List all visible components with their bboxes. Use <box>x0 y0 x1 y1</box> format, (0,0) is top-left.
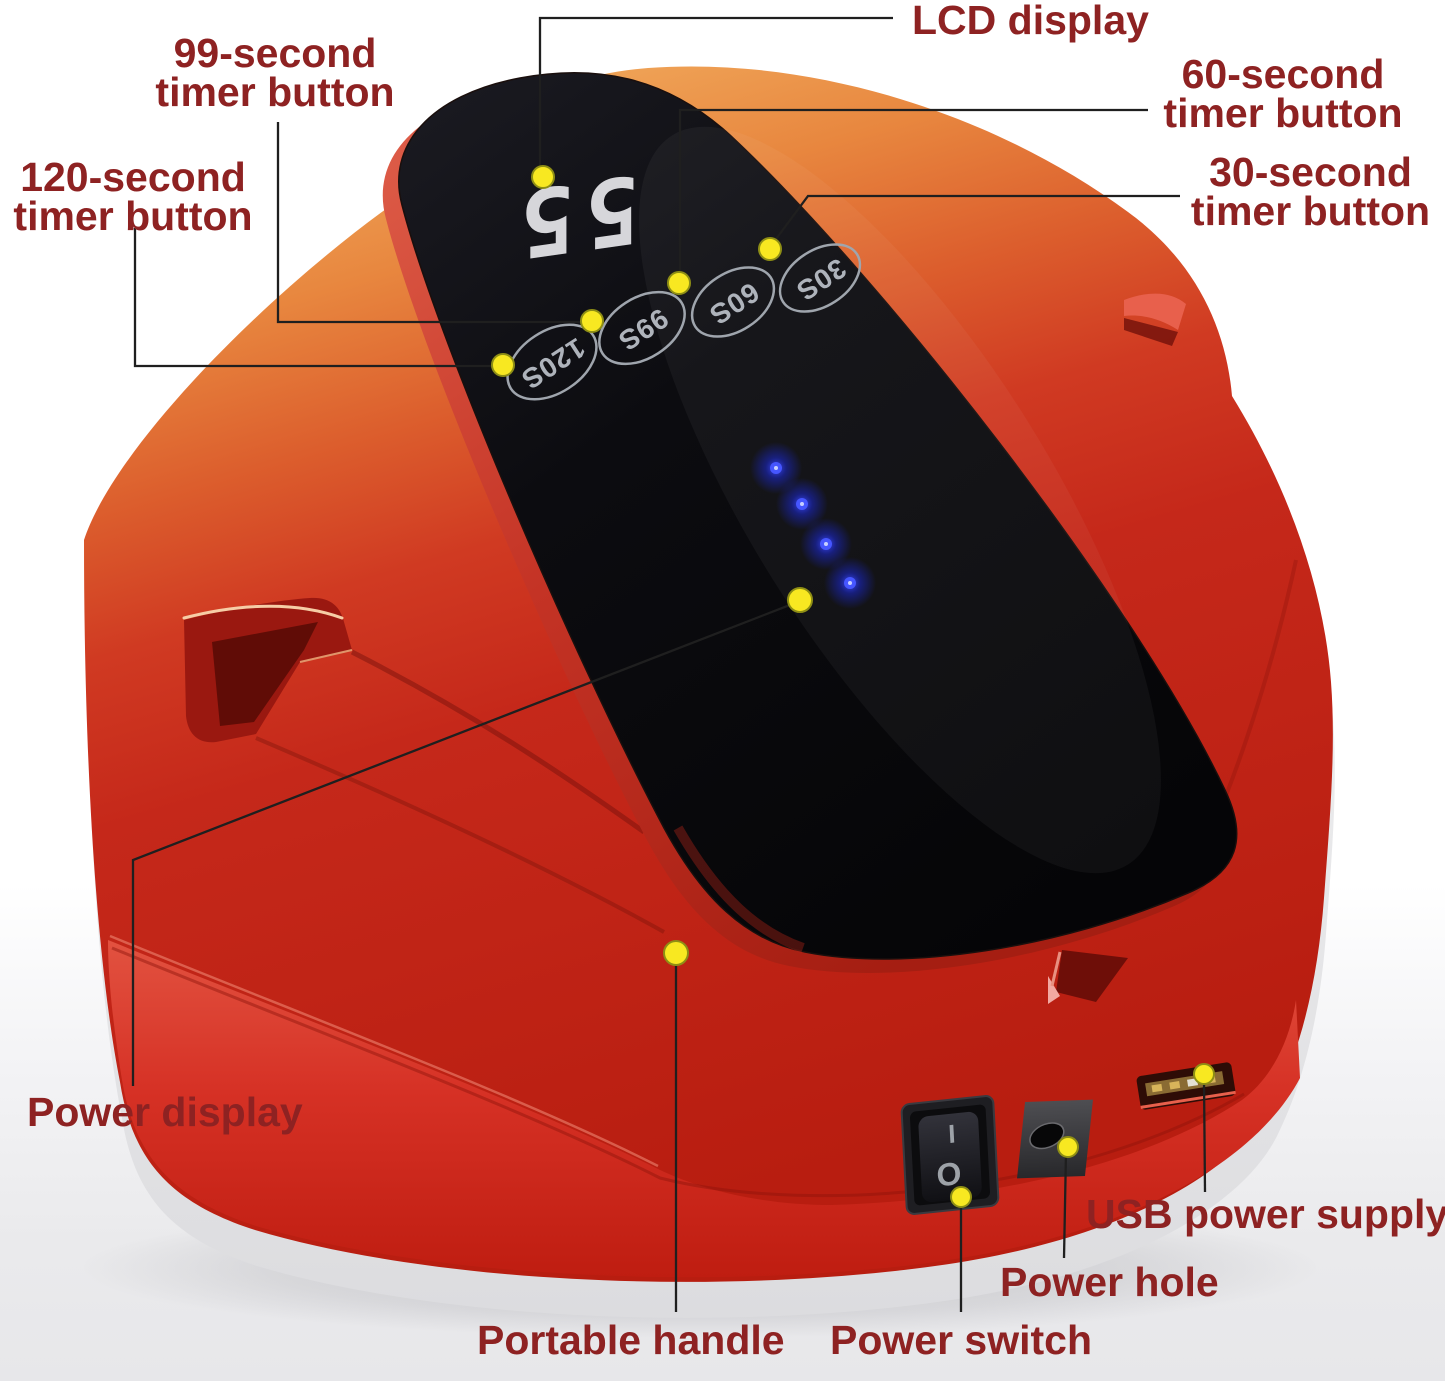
callout-dot-power-switch <box>950 1186 972 1208</box>
label-power-display: Power display <box>27 1089 303 1135</box>
label-portable-handle: Portable handle <box>477 1317 785 1363</box>
callout-lines <box>131 16 1207 1312</box>
touch-panel: 55 120S 99S 60S 30S <box>398 71 1238 960</box>
callout-dots <box>491 165 1215 1208</box>
label-60s-line1: 60-second <box>1181 51 1385 97</box>
callout-dot-power-hole <box>1057 1136 1079 1158</box>
callout-line-power-hole <box>1062 1151 1068 1259</box>
lcd-value: 55 <box>510 153 639 280</box>
callout-dot-30s <box>758 237 782 261</box>
label-120s-line2: timer button <box>13 192 253 239</box>
label-120s-timer: 120-second timer button <box>8 154 258 239</box>
callout-dot-60s <box>667 271 691 295</box>
front-seam-highlight <box>109 934 659 1168</box>
label-99s-timer: 99-second timer button <box>150 30 400 115</box>
portable-handle-notch <box>182 597 353 743</box>
callout-dot-120s <box>491 353 515 377</box>
rear-edge-notch <box>1124 293 1186 346</box>
callout-line-60s <box>678 108 1148 277</box>
deck-groove-line <box>350 649 646 835</box>
label-30s-line1: 30-second <box>1209 149 1412 195</box>
lcd-display: 55 <box>510 153 639 280</box>
callout-dot-99s <box>580 309 604 333</box>
power-hole-port <box>1017 1099 1093 1179</box>
panel-sheen <box>639 126 1161 874</box>
hanging-slot <box>1048 950 1128 1004</box>
label-60s-timer: 60-second timer button <box>1158 51 1408 136</box>
label-120s-line1: 120-second <box>20 154 246 200</box>
callout-dot-lcd <box>531 165 555 189</box>
callout-line-30s <box>772 194 1180 244</box>
callout-line-usb <box>1202 1079 1207 1193</box>
body-front-face <box>108 940 1300 1278</box>
power-switch-on-mark: I <box>948 1118 957 1149</box>
panel-red-reflection <box>673 825 805 953</box>
callout-dot-power-display <box>787 587 813 613</box>
label-usb-power-supply: USB power supply <box>1086 1191 1445 1237</box>
power-switch[interactable]: I O <box>900 1095 1000 1215</box>
callout-dot-portable-handle <box>663 940 689 966</box>
label-lcd-display: LCD display <box>912 0 1149 43</box>
callout-line-120s <box>133 228 497 368</box>
label-30s-line2: timer button <box>1190 187 1431 234</box>
callout-line-lcd <box>538 16 893 172</box>
label-99s-line2: timer button <box>155 68 395 115</box>
callout-line-99s <box>276 122 586 324</box>
label-99s-line1: 99-second <box>173 30 377 76</box>
label-60s-line2: timer button <box>1163 89 1403 136</box>
callout-line-power-display <box>131 601 796 1086</box>
label-30s-timer: 30-second timer button <box>1188 149 1433 234</box>
label-power-switch: Power switch <box>830 1317 1093 1363</box>
label-power-hole: Power hole <box>1000 1259 1219 1305</box>
deck-groove-line2 <box>255 736 665 934</box>
callout-dot-usb <box>1193 1063 1215 1085</box>
power-led-indicator <box>750 442 876 609</box>
